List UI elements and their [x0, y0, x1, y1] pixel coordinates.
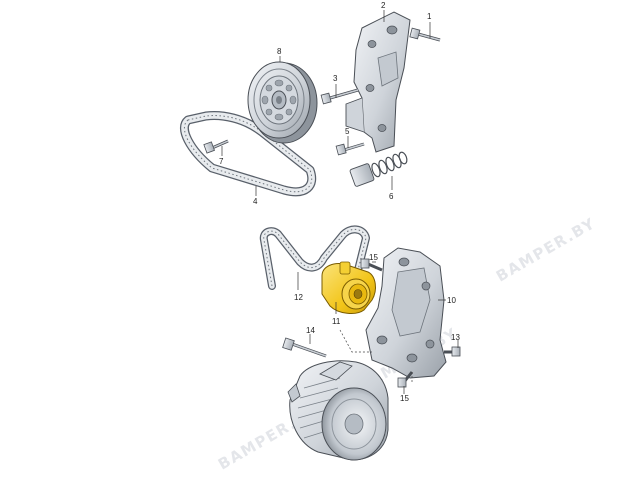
callout-15-lower: 15 — [400, 386, 409, 403]
callout-label: 10 — [447, 296, 456, 305]
bolt-14 — [282, 337, 327, 358]
callout-label: 12 — [294, 293, 303, 302]
callout-label: 13 — [451, 333, 460, 342]
callout-label: 1 — [427, 12, 432, 21]
bolt-3 — [320, 88, 359, 105]
bolt-15-lower — [397, 371, 414, 388]
callout-7: 7 — [219, 146, 224, 166]
callout-label: 7 — [219, 157, 224, 166]
callout-10: 10 — [438, 296, 456, 305]
callout-label: 15 — [400, 394, 409, 403]
callout-4: 4 — [253, 186, 258, 206]
crankshaft-pulley — [247, 61, 318, 144]
upper-belt — [179, 111, 317, 197]
callout-15-upper: 15 — [369, 253, 378, 263]
lower-bracket — [365, 247, 447, 379]
callout-label: 6 — [389, 192, 394, 201]
alternator — [287, 360, 389, 461]
callout-label: 4 — [253, 197, 258, 206]
bolt-5 — [335, 142, 365, 156]
bolt-15-upper — [360, 258, 383, 272]
callout-14: 14 — [306, 326, 315, 344]
callout-1: 1 — [427, 12, 432, 38]
callout-label: 3 — [333, 74, 338, 83]
callout-label: 14 — [306, 326, 315, 335]
callout-label: 8 — [277, 47, 282, 56]
lower-belt — [259, 225, 370, 290]
watermark-text: BAMPER.BY — [493, 214, 599, 285]
alignment-lines — [339, 329, 413, 382]
callout-5: 5 — [345, 127, 350, 148]
callout-label: 2 — [381, 1, 386, 10]
belt-tensioner — [321, 261, 376, 314]
bolt-13 — [444, 346, 461, 357]
callout-label: 11 — [332, 317, 341, 326]
callout-3: 3 — [333, 74, 338, 98]
callout-label: 5 — [345, 127, 350, 136]
callout-13: 13 — [451, 333, 460, 348]
callout-11: 11 — [332, 302, 341, 326]
spring-damper — [349, 151, 408, 187]
callout-12: 12 — [294, 272, 303, 302]
bolt-1 — [409, 27, 441, 42]
callout-8: 8 — [277, 47, 282, 62]
callout-6: 6 — [389, 176, 394, 201]
bolt-7 — [203, 139, 229, 154]
callout-2: 2 — [381, 1, 386, 22]
callout-label: 15 — [369, 253, 378, 262]
upper-bracket — [345, 11, 411, 153]
